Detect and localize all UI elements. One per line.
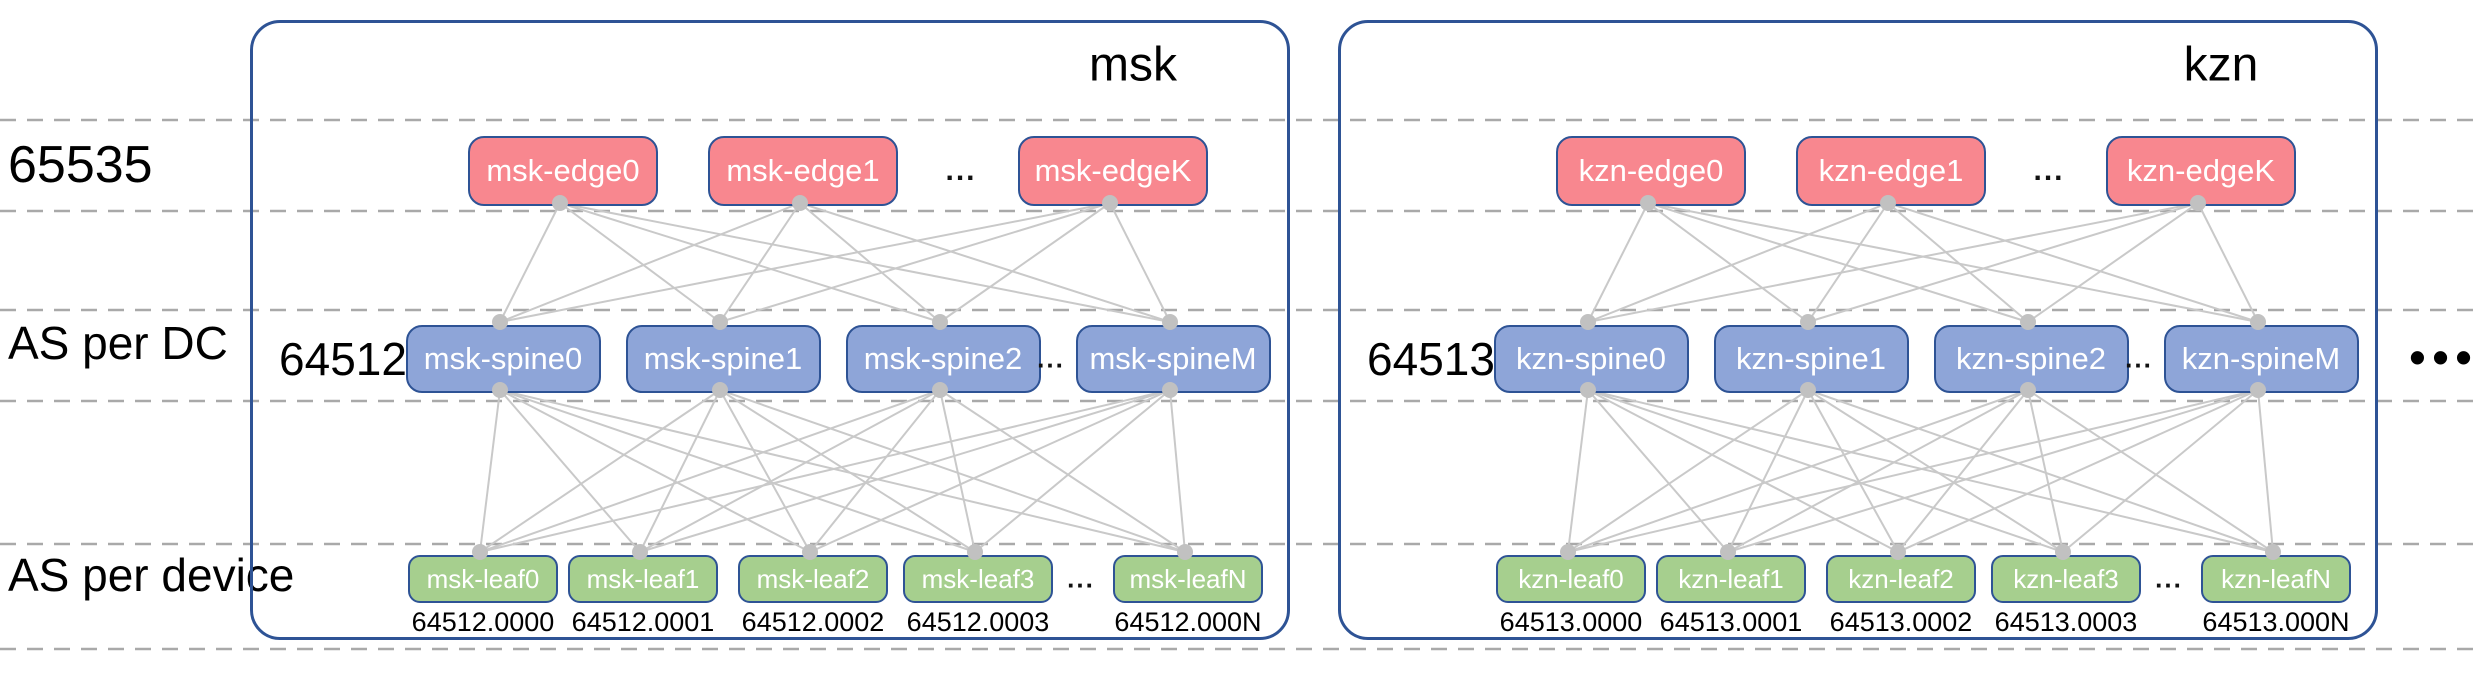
dc-spine-as-label: 64513 [1367, 333, 1495, 385]
leaf-node: msk-leafN [1113, 555, 1263, 603]
leaf-as-number: 64512.0003 [906, 607, 1050, 637]
spine-node: kzn-spineM [2163, 325, 2359, 393]
row-ellipsis: ... [1067, 563, 1095, 594]
leaf-node: kzn-leaf1 [1656, 555, 1806, 603]
row-ellipsis: ... [2155, 563, 2183, 594]
leaf-node: msk-leaf0 [408, 555, 558, 603]
dc-title: kzn [2183, 38, 2259, 92]
leaf-node: kzn-leafN [2201, 555, 2351, 603]
leaf-node: kzn-leaf2 [1826, 555, 1976, 603]
leaf-as-number: 64513.0001 [1659, 607, 1803, 637]
edge-node: msk-edge1 [708, 136, 898, 206]
leaf-as-number: 64512.0002 [741, 607, 885, 637]
leaf-as-number: 64513.0002 [1829, 607, 1973, 637]
spine-node: kzn-spine0 [1493, 325, 1689, 393]
dc-box: msk 64512 msk-edge0 msk-edge1 msk-edgeK...… [250, 20, 1290, 640]
leaf-as-number: 64513.0000 [1499, 607, 1643, 637]
leaf-node: msk-leaf3 [903, 555, 1053, 603]
edge-node: kzn-edge0 [1556, 136, 1746, 206]
row-ellipsis: ... [2125, 343, 2153, 374]
leaf-as-number: 64512.0001 [571, 607, 715, 637]
dc-title: msk [1089, 38, 1177, 92]
spine-node: msk-spineM [1075, 325, 1271, 393]
leaf-as-number: 64513.0003 [1994, 607, 2138, 637]
edge-node: msk-edge0 [468, 136, 658, 206]
leaf-as-number: 64512.0000 [411, 607, 555, 637]
spine-node: kzn-spine2 [1933, 325, 2129, 393]
row-label-edge-as: 65535 [8, 136, 153, 194]
more-datacenters-ellipsis: ••• [2409, 331, 2479, 383]
row-label-as-per-dc: AS per DC [8, 317, 228, 369]
leaf-node: kzn-leaf3 [1991, 555, 2141, 603]
edge-node: msk-edgeK [1018, 136, 1208, 206]
spine-node: msk-spine0 [405, 325, 601, 393]
edge-node: kzn-edgeK [2106, 136, 2296, 206]
row-ellipsis: ... [2033, 154, 2065, 187]
spine-node: msk-spine2 [845, 325, 1041, 393]
spine-node: msk-spine1 [625, 325, 821, 393]
row-ellipsis: ... [945, 154, 977, 187]
leaf-node: msk-leaf1 [568, 555, 718, 603]
row-ellipsis: ... [1037, 343, 1065, 374]
dc-spine-as-label: 64512 [279, 333, 407, 385]
leaf-node: kzn-leaf0 [1496, 555, 1646, 603]
edge-node: kzn-edge1 [1796, 136, 1986, 206]
dc-box: kzn 64513 kzn-edge0 kzn-edge1 kzn-edgeK...… [1338, 20, 2378, 640]
leaf-as-number: 64513.000N [2202, 607, 2350, 637]
leaf-node: msk-leaf2 [738, 555, 888, 603]
leaf-as-number: 64512.000N [1114, 607, 1262, 637]
spine-node: kzn-spine1 [1713, 325, 1909, 393]
row-label-as-per-device: AS per device [8, 549, 295, 601]
